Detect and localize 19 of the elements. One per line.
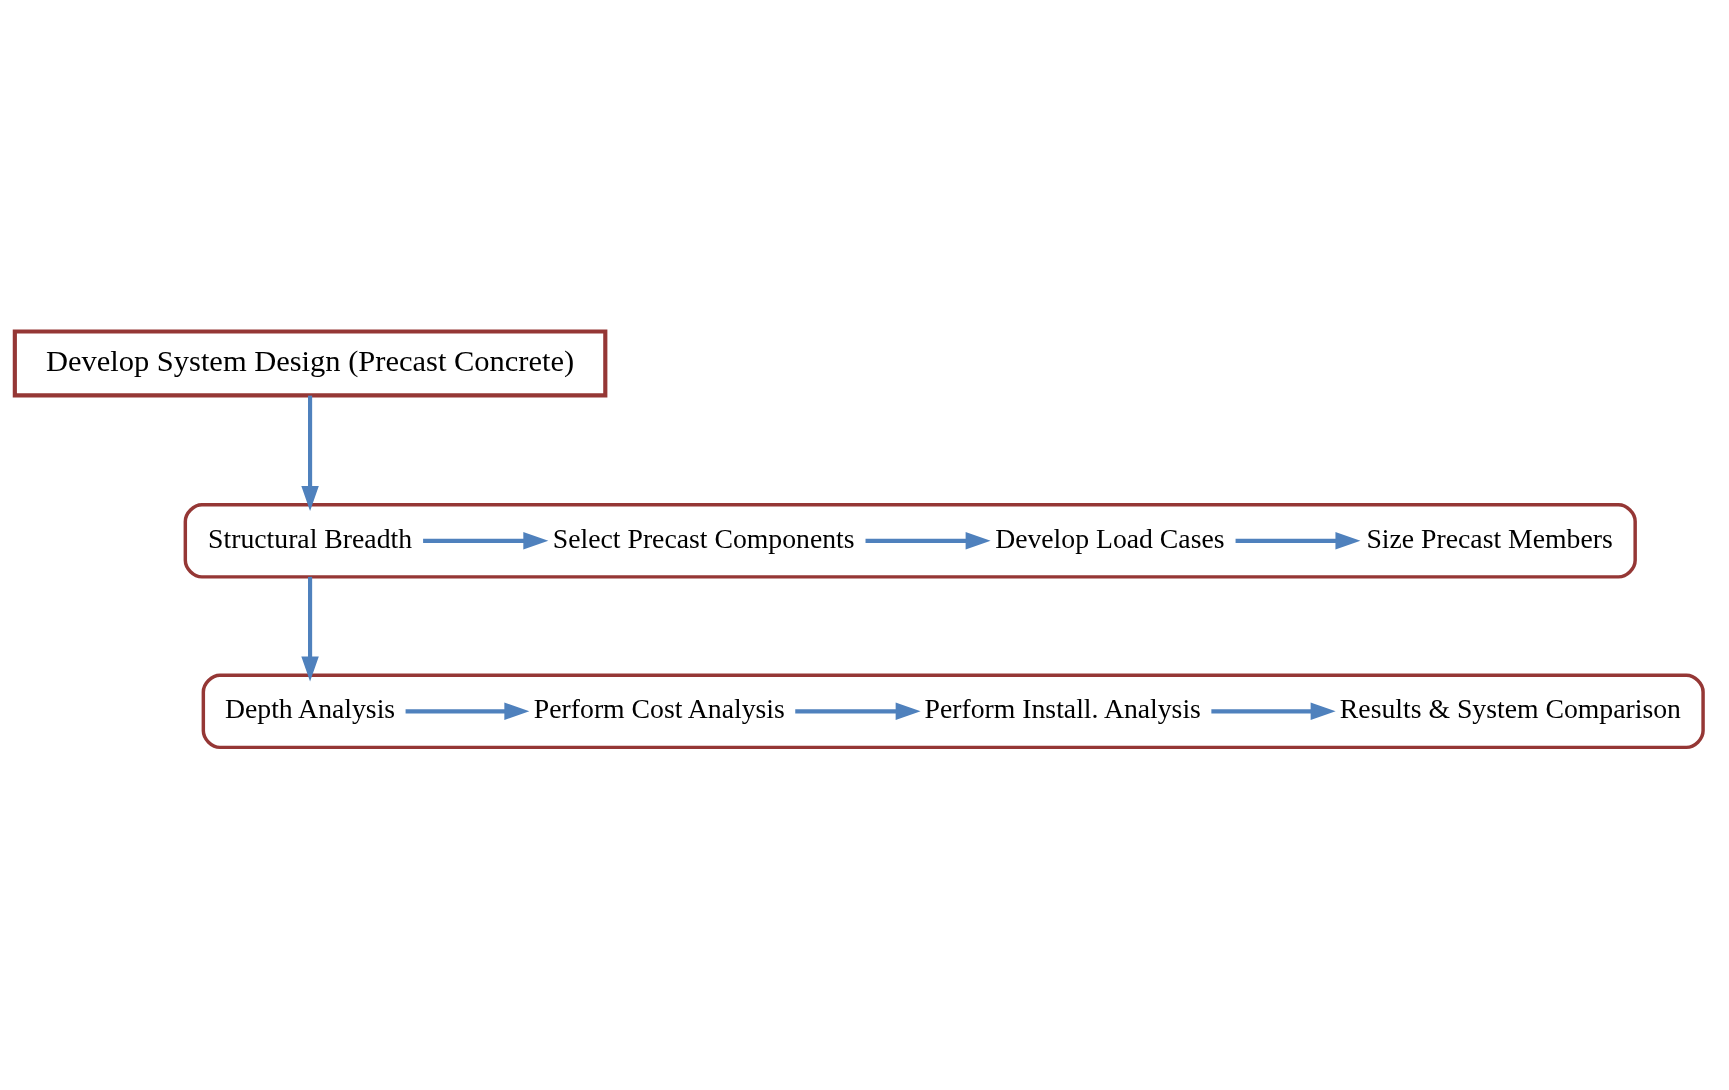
node-text: Perform Cost Analysis	[533, 693, 785, 725]
node-box: Develop System Design (Precast Concrete)	[12, 329, 608, 398]
node-text: Size Precast Members	[1366, 522, 1613, 554]
arrow	[423, 532, 549, 550]
arrow	[405, 702, 530, 721]
node-text: Select Precast Components	[552, 522, 855, 554]
arrow	[865, 532, 991, 550]
node-text: Perform Install. Analysis	[924, 693, 1201, 725]
node-text: Structural Breadth	[208, 522, 413, 554]
node-text: Results & System Comparison	[1339, 693, 1681, 725]
arrow	[1211, 702, 1336, 721]
arrow	[301, 576, 319, 682]
node-text: Depth Analysis	[224, 693, 396, 725]
arrow	[301, 395, 319, 512]
node-text: Develop Load Cases	[995, 522, 1225, 554]
arrow	[1235, 532, 1361, 550]
arrow	[795, 702, 921, 721]
cluster	[183, 503, 1637, 579]
cluster	[201, 673, 1705, 750]
